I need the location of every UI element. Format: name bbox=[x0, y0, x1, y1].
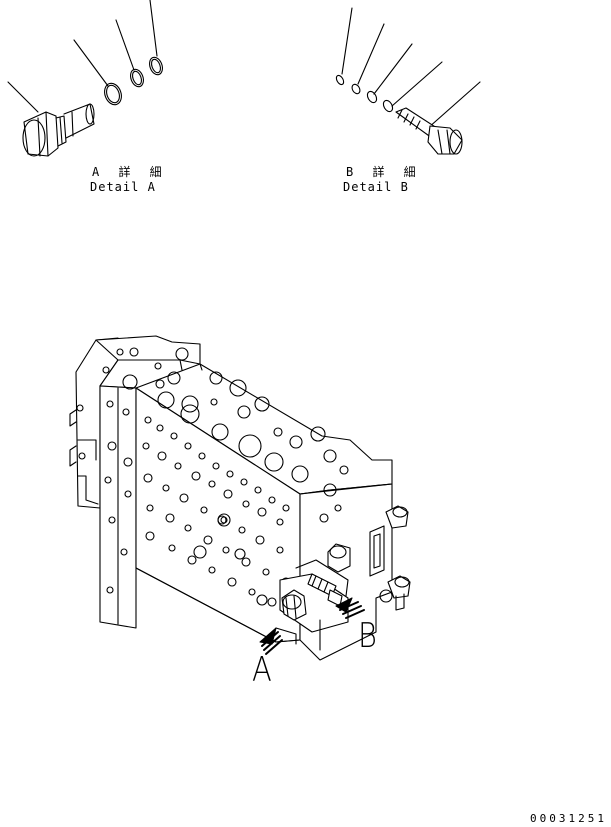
arrow-b bbox=[336, 598, 364, 618]
o-ring-a1 bbox=[102, 81, 125, 107]
o-ring-a3 bbox=[147, 55, 164, 76]
plug-bolt-b bbox=[396, 108, 462, 154]
o-ring-b4 bbox=[382, 99, 395, 113]
drawing-code: 00031251 bbox=[530, 812, 607, 825]
control-valve-body bbox=[70, 336, 410, 660]
mounted-plug-a bbox=[282, 590, 306, 620]
o-ring-b2 bbox=[350, 83, 361, 95]
detail-b-label-en: Detail B bbox=[343, 180, 409, 194]
o-ring-b3 bbox=[366, 90, 379, 104]
o-ring-b1 bbox=[335, 74, 345, 86]
detail-a-group bbox=[8, 0, 165, 156]
arrow-a bbox=[260, 628, 282, 654]
callout-a: A bbox=[252, 650, 272, 690]
o-ring-a2 bbox=[128, 67, 145, 88]
detail-b-label-jp: B 詳 細 bbox=[346, 165, 422, 179]
callout-b: B bbox=[358, 616, 377, 656]
plug-bolt-a bbox=[23, 104, 94, 156]
side-port-holes bbox=[143, 417, 293, 615]
detail-a-label-jp: A 詳 細 bbox=[92, 165, 168, 179]
detail-b-group bbox=[335, 8, 480, 154]
end-plate-b-features bbox=[320, 505, 410, 610]
detail-a-label-en: Detail A bbox=[90, 180, 156, 194]
mounted-plug-b bbox=[308, 574, 342, 606]
